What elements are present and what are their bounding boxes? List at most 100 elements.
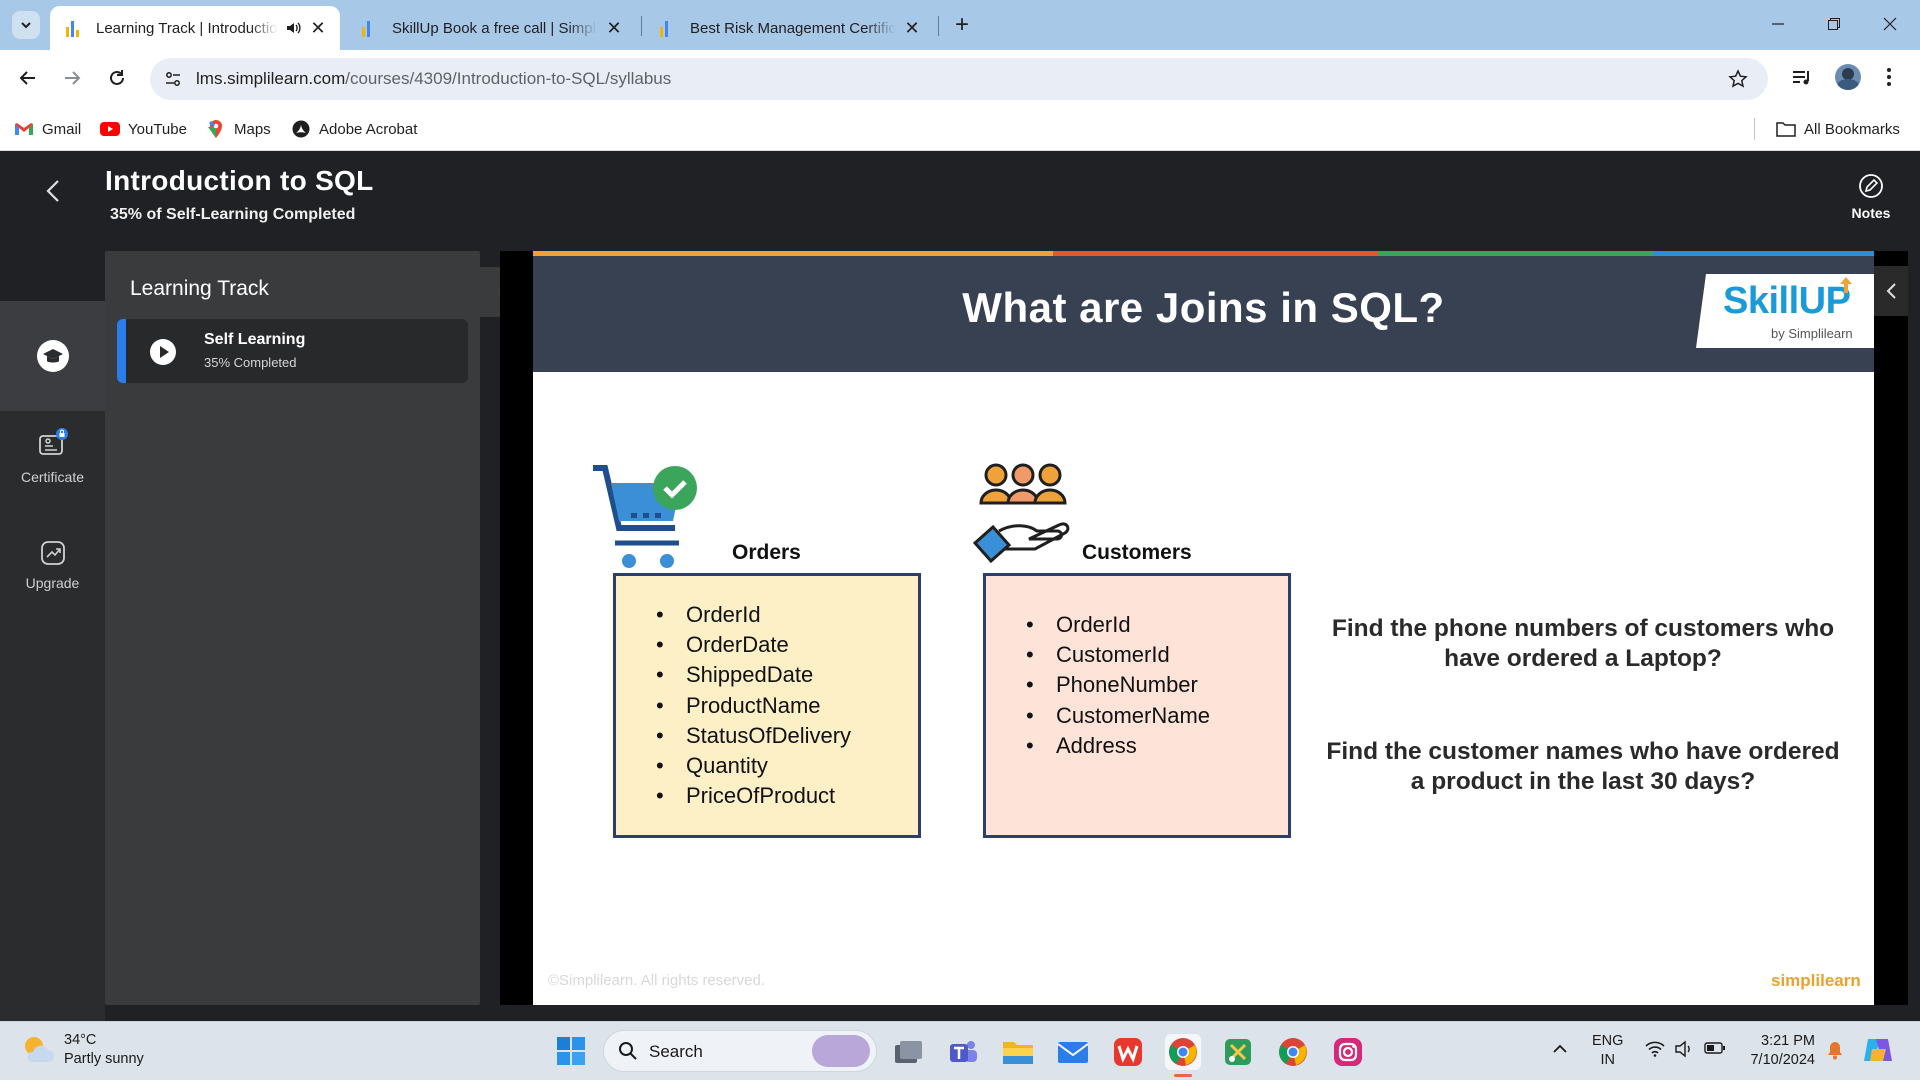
bookmark-maps[interactable]: Maps (206, 117, 271, 141)
bookmark-label: Gmail (42, 120, 82, 138)
instagram-button[interactable] (1330, 1034, 1366, 1070)
clock[interactable]: 3:21 PM 7/10/2024 (1747, 1032, 1815, 1070)
track-item-title: Self Learning (204, 331, 306, 348)
kebab-menu-icon[interactable] (1885, 66, 1893, 88)
snipping-tool-button[interactable] (1220, 1034, 1256, 1070)
track-item-progress: 35% Completed (204, 355, 297, 370)
all-bookmarks[interactable]: All Bookmarks (1776, 117, 1900, 141)
color-stripe (1378, 251, 1653, 256)
close-tab-icon[interactable]: ✕ (904, 17, 920, 38)
site-info-icon[interactable] (164, 70, 182, 88)
bookmarks-bar: Gmail YouTube Maps Adobe Acrobat All Boo… (0, 107, 1920, 151)
weather-widget[interactable]: 34°C Partly sunny (20, 1031, 144, 1069)
teams-icon (950, 1041, 977, 1062)
notes-button[interactable]: Notes (1846, 173, 1896, 221)
bookmark-acrobat[interactable]: Adobe Acrobat (291, 117, 417, 141)
video-player[interactable]: What are Joins in SQL? SkillUP by Simpli… (500, 251, 1908, 1005)
file-explorer-button[interactable] (1000, 1034, 1036, 1070)
video-side-toggle[interactable] (1874, 266, 1908, 316)
volume-icon[interactable] (1674, 1040, 1694, 1058)
chevron-left-icon[interactable] (38, 173, 68, 209)
course-progress: 35% of Self-Learning Completed (110, 206, 356, 223)
shopping-cart-icon (593, 465, 697, 568)
active-app-indicator (1174, 1074, 1192, 1077)
rail-item-upgrade[interactable]: Upgrade (0, 539, 105, 591)
wps-office-icon (1114, 1038, 1142, 1066)
tab-separator (938, 16, 939, 36)
tab-title: Learning Track | Introduction to SQL (96, 19, 278, 37)
acrobat-icon (291, 119, 311, 139)
arrow-right-icon (65, 71, 81, 85)
forward-button[interactable] (54, 60, 90, 96)
bookmark-gmail[interactable]: Gmail (14, 117, 81, 141)
weather-temp: 34°C (64, 1032, 97, 1048)
orders-field: ProductName (656, 691, 918, 721)
slide-title: What are Joins in SQL? (962, 284, 1445, 331)
chrome-button[interactable] (1275, 1034, 1311, 1070)
start-button[interactable] (553, 1033, 589, 1069)
teams-button[interactable] (945, 1034, 981, 1070)
gmail-icon (14, 119, 34, 139)
customers-fields: OrderId CustomerId PhoneNumber CustomerN… (1026, 610, 1288, 761)
tab-search-button[interactable] (12, 11, 40, 39)
minimize-button[interactable] (1750, 0, 1806, 48)
orders-field: StatusOfDelivery (656, 721, 918, 751)
region-code: IN (1600, 1052, 1615, 1068)
task-view-button[interactable] (890, 1034, 926, 1070)
tab-separator (641, 16, 642, 36)
customers-label: Customers (1082, 541, 1192, 564)
chevron-down-icon (21, 22, 31, 29)
rail-certificate-label: Certificate (20, 469, 85, 485)
star-icon[interactable] (1728, 69, 1748, 89)
customers-icon (972, 463, 1070, 564)
maps-icon (206, 119, 226, 139)
clock-date: 7/10/2024 (1750, 1052, 1815, 1068)
rail-upgrade-label: Upgrade (25, 575, 80, 591)
track-item-self-learning[interactable]: Self Learning 35% Completed (117, 319, 468, 383)
arrow-left-icon (19, 71, 35, 85)
language-indicator[interactable]: ENG IN (1592, 1032, 1623, 1070)
rail-item-learning[interactable] (0, 301, 105, 411)
reload-button[interactable] (99, 60, 135, 96)
simplilearn-footer-logo: simplilearn (1771, 971, 1861, 990)
color-stripe (1653, 251, 1874, 256)
color-stripe (533, 251, 1053, 256)
close-window-button[interactable] (1862, 0, 1918, 48)
question-1: Find the phone numbers of customers who … (1331, 615, 1835, 672)
close-tab-icon[interactable]: ✕ (606, 17, 622, 38)
bookmark-youtube[interactable]: YouTube (100, 117, 187, 141)
wps-office-button[interactable] (1110, 1034, 1146, 1070)
customers-field: CustomerName (1026, 701, 1288, 731)
bookmark-label: YouTube (128, 120, 187, 138)
tab-learning-track[interactable]: Learning Track | Introduction to SQL ✕ (50, 6, 340, 50)
address-bar[interactable]: lms.simplilearn.com/courses/4309/Introdu… (150, 58, 1768, 100)
clock-time: 3:21 PM (1761, 1033, 1815, 1049)
battery-icon[interactable] (1704, 1041, 1726, 1055)
mail-button[interactable] (1055, 1034, 1091, 1070)
orders-field: PriceOfProduct (656, 781, 918, 811)
close-tab-icon[interactable]: ✕ (310, 17, 326, 38)
profile-avatar[interactable] (1835, 64, 1861, 90)
youtube-icon (100, 119, 120, 139)
copilot-icon[interactable] (1862, 1035, 1894, 1065)
taskbar-search[interactable]: Search (603, 1030, 877, 1072)
media-controls-icon[interactable] (1791, 68, 1813, 88)
tab-risk-management[interactable]: Best Risk Management Certification ✕ (644, 6, 934, 50)
back-button[interactable] (10, 60, 46, 96)
play-icon (150, 339, 176, 365)
chrome-button-active[interactable] (1165, 1034, 1201, 1070)
tab-title: Best Risk Management Certification (690, 19, 896, 37)
slide-copyright: ©Simplilearn. All rights reserved. (548, 972, 765, 989)
learning-track-heading: Learning Track (130, 277, 269, 300)
chevron-up-icon[interactable] (1552, 1043, 1568, 1055)
notification-bell-icon[interactable] (1826, 1040, 1844, 1060)
arrow-up-icon (1840, 277, 1852, 293)
rail-item-certificate[interactable]: Certificate (0, 427, 105, 485)
task-view-icon (895, 1041, 922, 1063)
tab-title: SkillUp Book a free call | Simplilearn (392, 19, 598, 37)
tab-skillup[interactable]: SkillUp Book a free call | Simplilearn ✕ (346, 6, 636, 50)
wifi-icon[interactable] (1645, 1041, 1665, 1057)
speaker-icon[interactable] (284, 19, 302, 37)
new-tab-button[interactable]: + (954, 11, 969, 38)
restore-button[interactable] (1806, 0, 1862, 48)
